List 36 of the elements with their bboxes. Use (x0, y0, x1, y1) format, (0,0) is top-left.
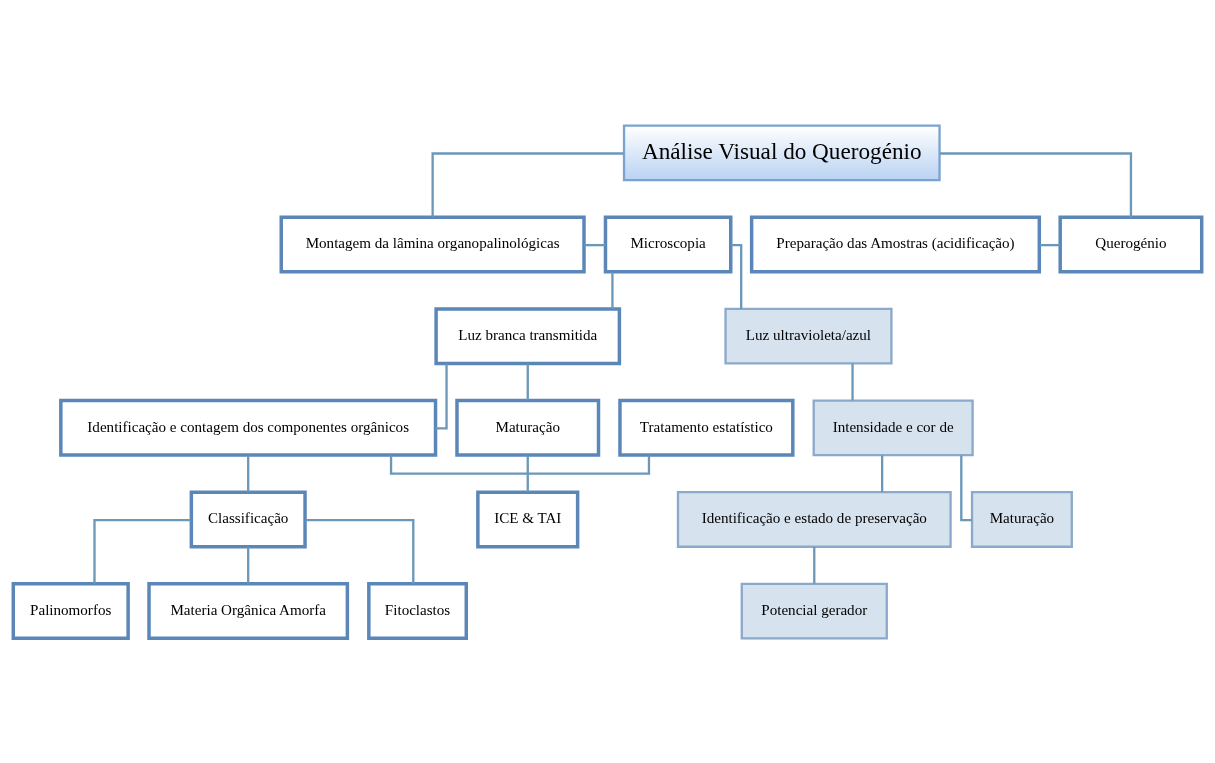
node-box: Potencial gerador (740, 582, 888, 639)
connector (940, 151, 1133, 217)
connector (960, 455, 972, 521)
node-box: Materia Orgânica Amorfa (147, 581, 350, 640)
node-box: Preparação das Amostras (acidificação) (749, 215, 1042, 274)
node-box: Luz branca transmitida (434, 306, 622, 365)
node-box: Maturação (970, 490, 1073, 548)
connector (247, 454, 250, 492)
node-box: ICE & TAI (476, 489, 580, 548)
connector (431, 151, 624, 217)
connector (526, 363, 529, 400)
connector (611, 271, 614, 309)
connector (584, 243, 606, 246)
connector (731, 243, 743, 309)
connector (880, 454, 884, 492)
connector (305, 518, 415, 584)
node-box: Classificação (189, 489, 307, 548)
node-box: Montagem da lâmina organopalinológicas (279, 215, 586, 274)
connector (93, 518, 191, 584)
connector (1039, 243, 1060, 246)
connector (526, 454, 529, 492)
node-box: Querogénio (1058, 215, 1204, 274)
node-box: Análise Visual do Querogénio (622, 124, 941, 181)
node-box: Microscopia (603, 215, 733, 274)
connector (851, 363, 854, 400)
node-box: Luz ultravioleta/azul (724, 307, 893, 365)
connector (813, 546, 816, 584)
node-box: Tratamento estatístico (618, 398, 795, 457)
node-box: Intensidade e cor de (812, 398, 974, 456)
node-box: Identificação e contagem dos componentes orgânicos (59, 398, 438, 457)
node-box: Palinomorfos (11, 581, 130, 640)
node-box: Identificação e estado de preservação (676, 490, 952, 548)
node-box: Fitoclastos (367, 581, 468, 640)
node-box: Maturação (455, 398, 601, 457)
connector (247, 546, 250, 584)
connector (435, 363, 448, 430)
